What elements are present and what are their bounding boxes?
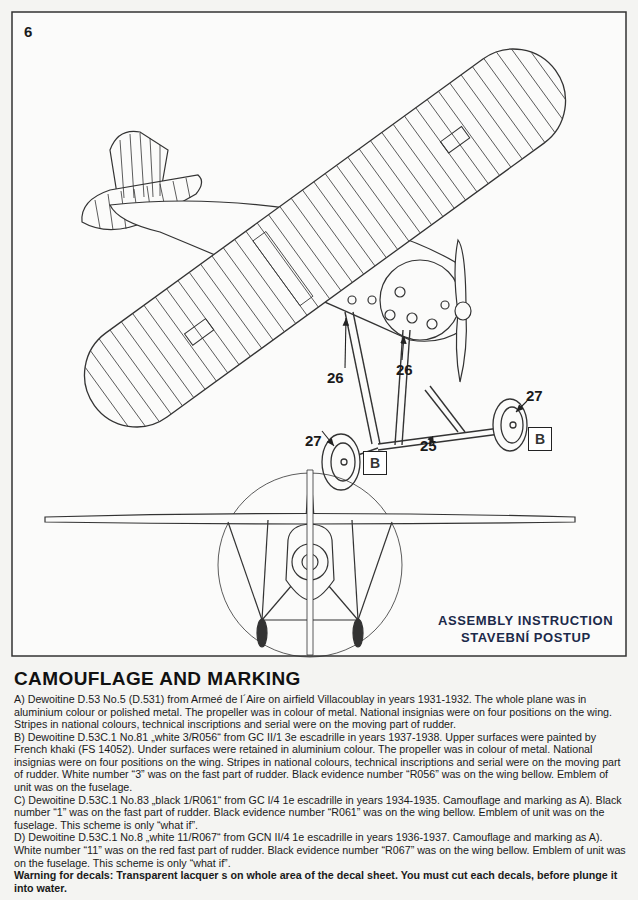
front-view xyxy=(45,470,575,657)
wheels xyxy=(322,399,527,490)
leader-arrows xyxy=(322,318,527,446)
part-letter-box: B xyxy=(528,427,552,451)
instruction-heading: ASSEMBLY INSTRUCTION xyxy=(438,613,613,628)
page-number: 6 xyxy=(24,23,32,40)
scheme-description: A) Dewoitine D.53 No.5 (D.531) from Arme… xyxy=(14,693,626,731)
warning-note: Warning for decals: Transparent lacquer … xyxy=(14,869,626,894)
callout-number: 26 xyxy=(327,369,344,386)
instruction-heading: STAVEBNÍ POSTUP xyxy=(461,630,591,645)
landing-gear xyxy=(345,312,500,456)
marking-text: CAMOUFLAGE AND MARKING A) Dewoitine D.53 … xyxy=(14,668,626,894)
frame xyxy=(12,12,626,656)
part-letter: B xyxy=(535,431,545,447)
scheme-description: B) Dewoitine D.53C.1 No.81 „white 3/R056… xyxy=(14,731,626,794)
part-letter: B xyxy=(370,455,380,471)
part-letter-box: B xyxy=(363,451,387,475)
propeller xyxy=(455,240,471,382)
callout-number: 27 xyxy=(526,387,543,404)
callout-number: 26 xyxy=(396,361,413,378)
callout-number: 27 xyxy=(305,432,322,449)
section-title: CAMOUFLAGE AND MARKING xyxy=(14,668,626,690)
scheme-description: D) Dewoitine D.53C.1 No.8 „white 11/R067… xyxy=(14,831,626,869)
scheme-description: C) Dewoitine D.53C.1 No.83 „black 1/R061… xyxy=(14,794,626,832)
callout-number: 25 xyxy=(420,437,437,454)
wing xyxy=(59,22,591,454)
